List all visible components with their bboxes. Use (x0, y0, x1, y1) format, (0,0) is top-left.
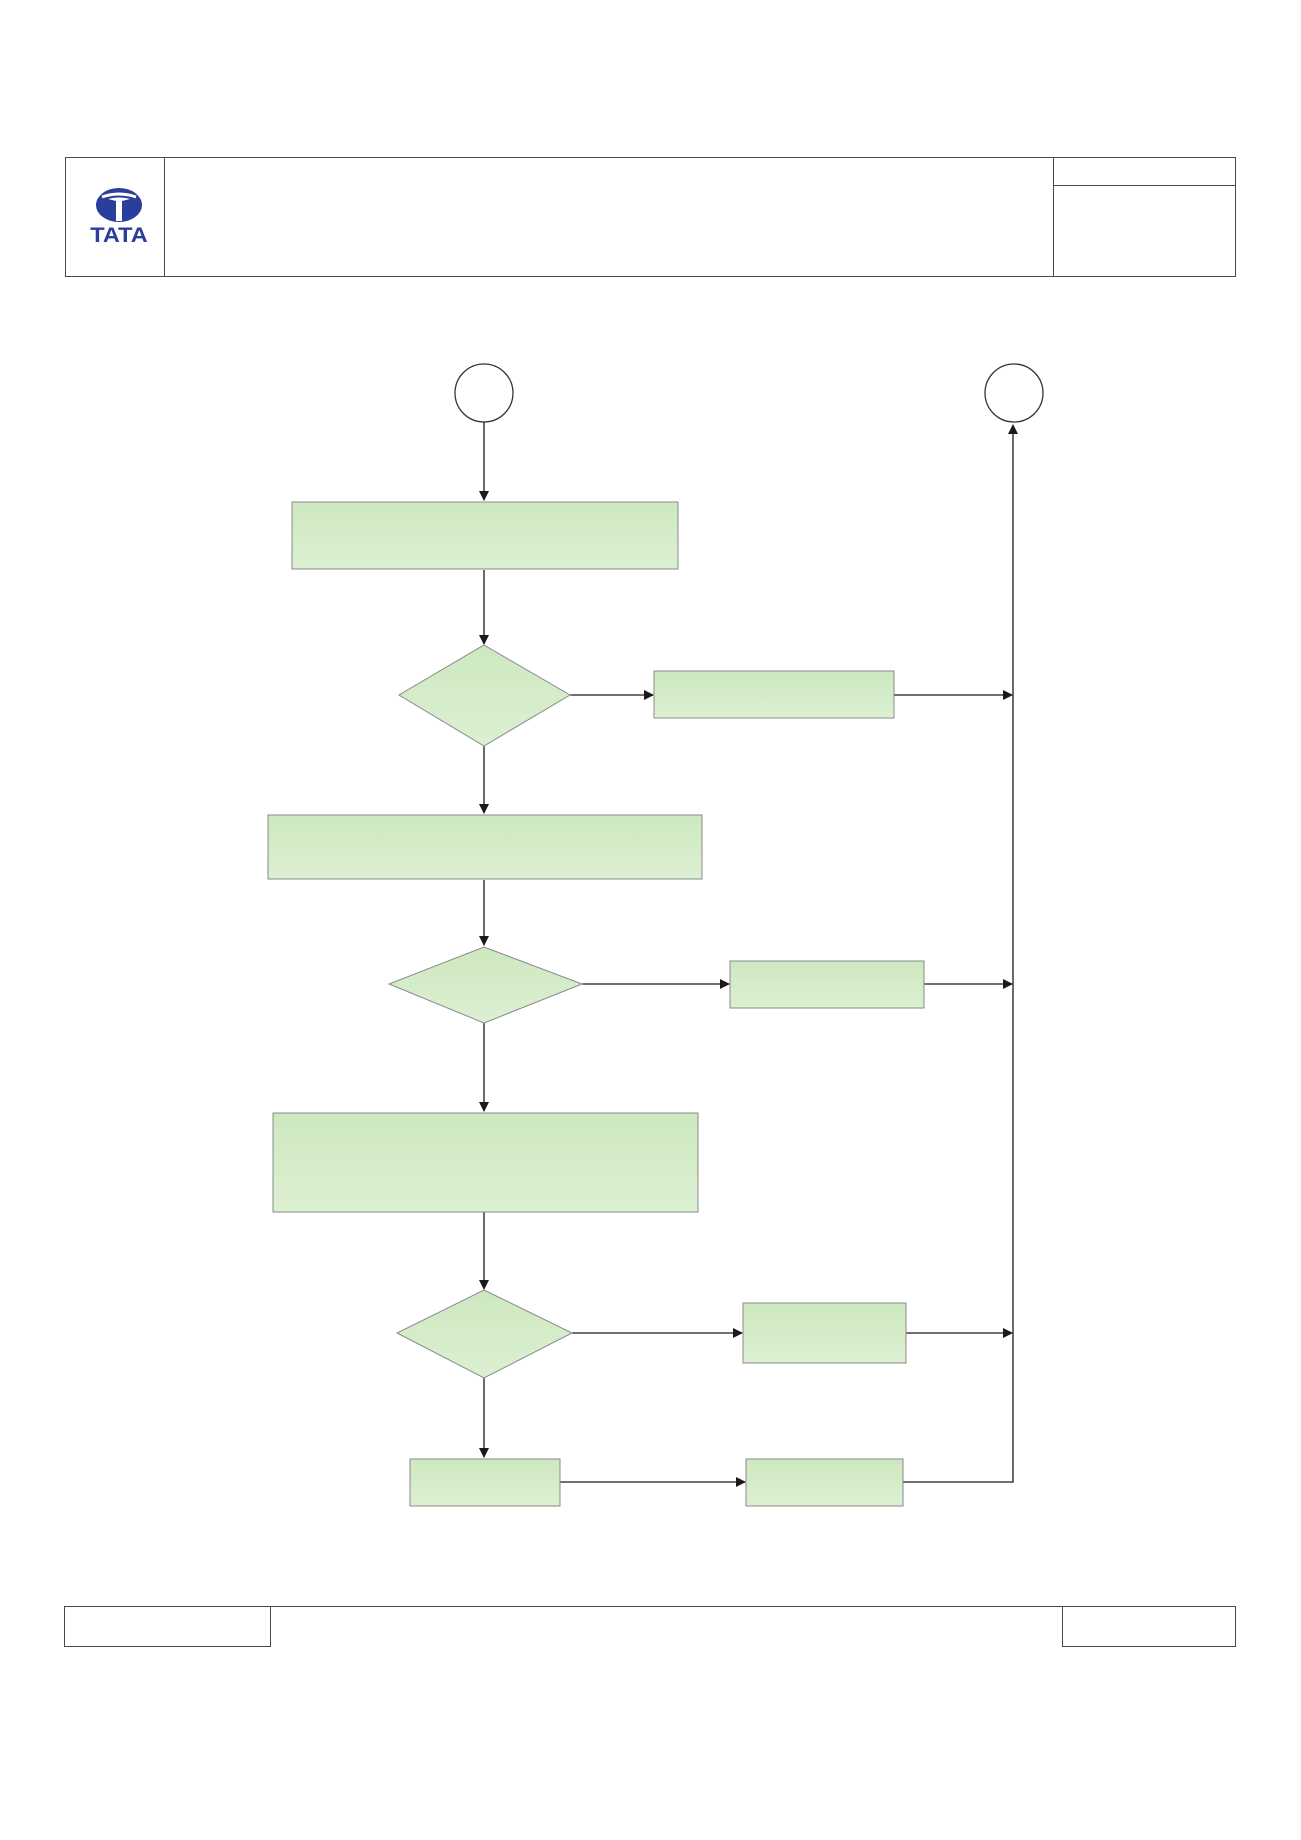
process-box-4 (409, 1458, 561, 1507)
edge-side-4-to-end (902, 424, 1018, 1483)
decision-diamond-1 (398, 644, 571, 747)
header-logo-divider (164, 157, 166, 277)
side-process-box-2 (729, 960, 925, 1009)
brand-name: TATA (90, 224, 148, 247)
header-meta-divider (1053, 157, 1055, 277)
footer-right-cell (1062, 1606, 1236, 1647)
process-box-1 (291, 501, 679, 570)
decision-diamond-2 (387, 946, 584, 1024)
end-connector (984, 363, 1044, 423)
side-process-box-1 (653, 670, 895, 719)
header-frame (65, 157, 1236, 277)
header-meta-row-divider (1053, 185, 1236, 187)
side-process-box-4 (745, 1458, 904, 1507)
process-box-2 (267, 814, 703, 880)
tata-logo-icon (96, 188, 142, 222)
footer-frame (64, 1606, 1236, 1647)
footer-left-cell (64, 1606, 271, 1647)
start-connector (454, 363, 514, 423)
side-process-box-3 (742, 1302, 907, 1364)
decision-diamond-3 (395, 1289, 574, 1379)
process-box-3 (272, 1112, 699, 1213)
